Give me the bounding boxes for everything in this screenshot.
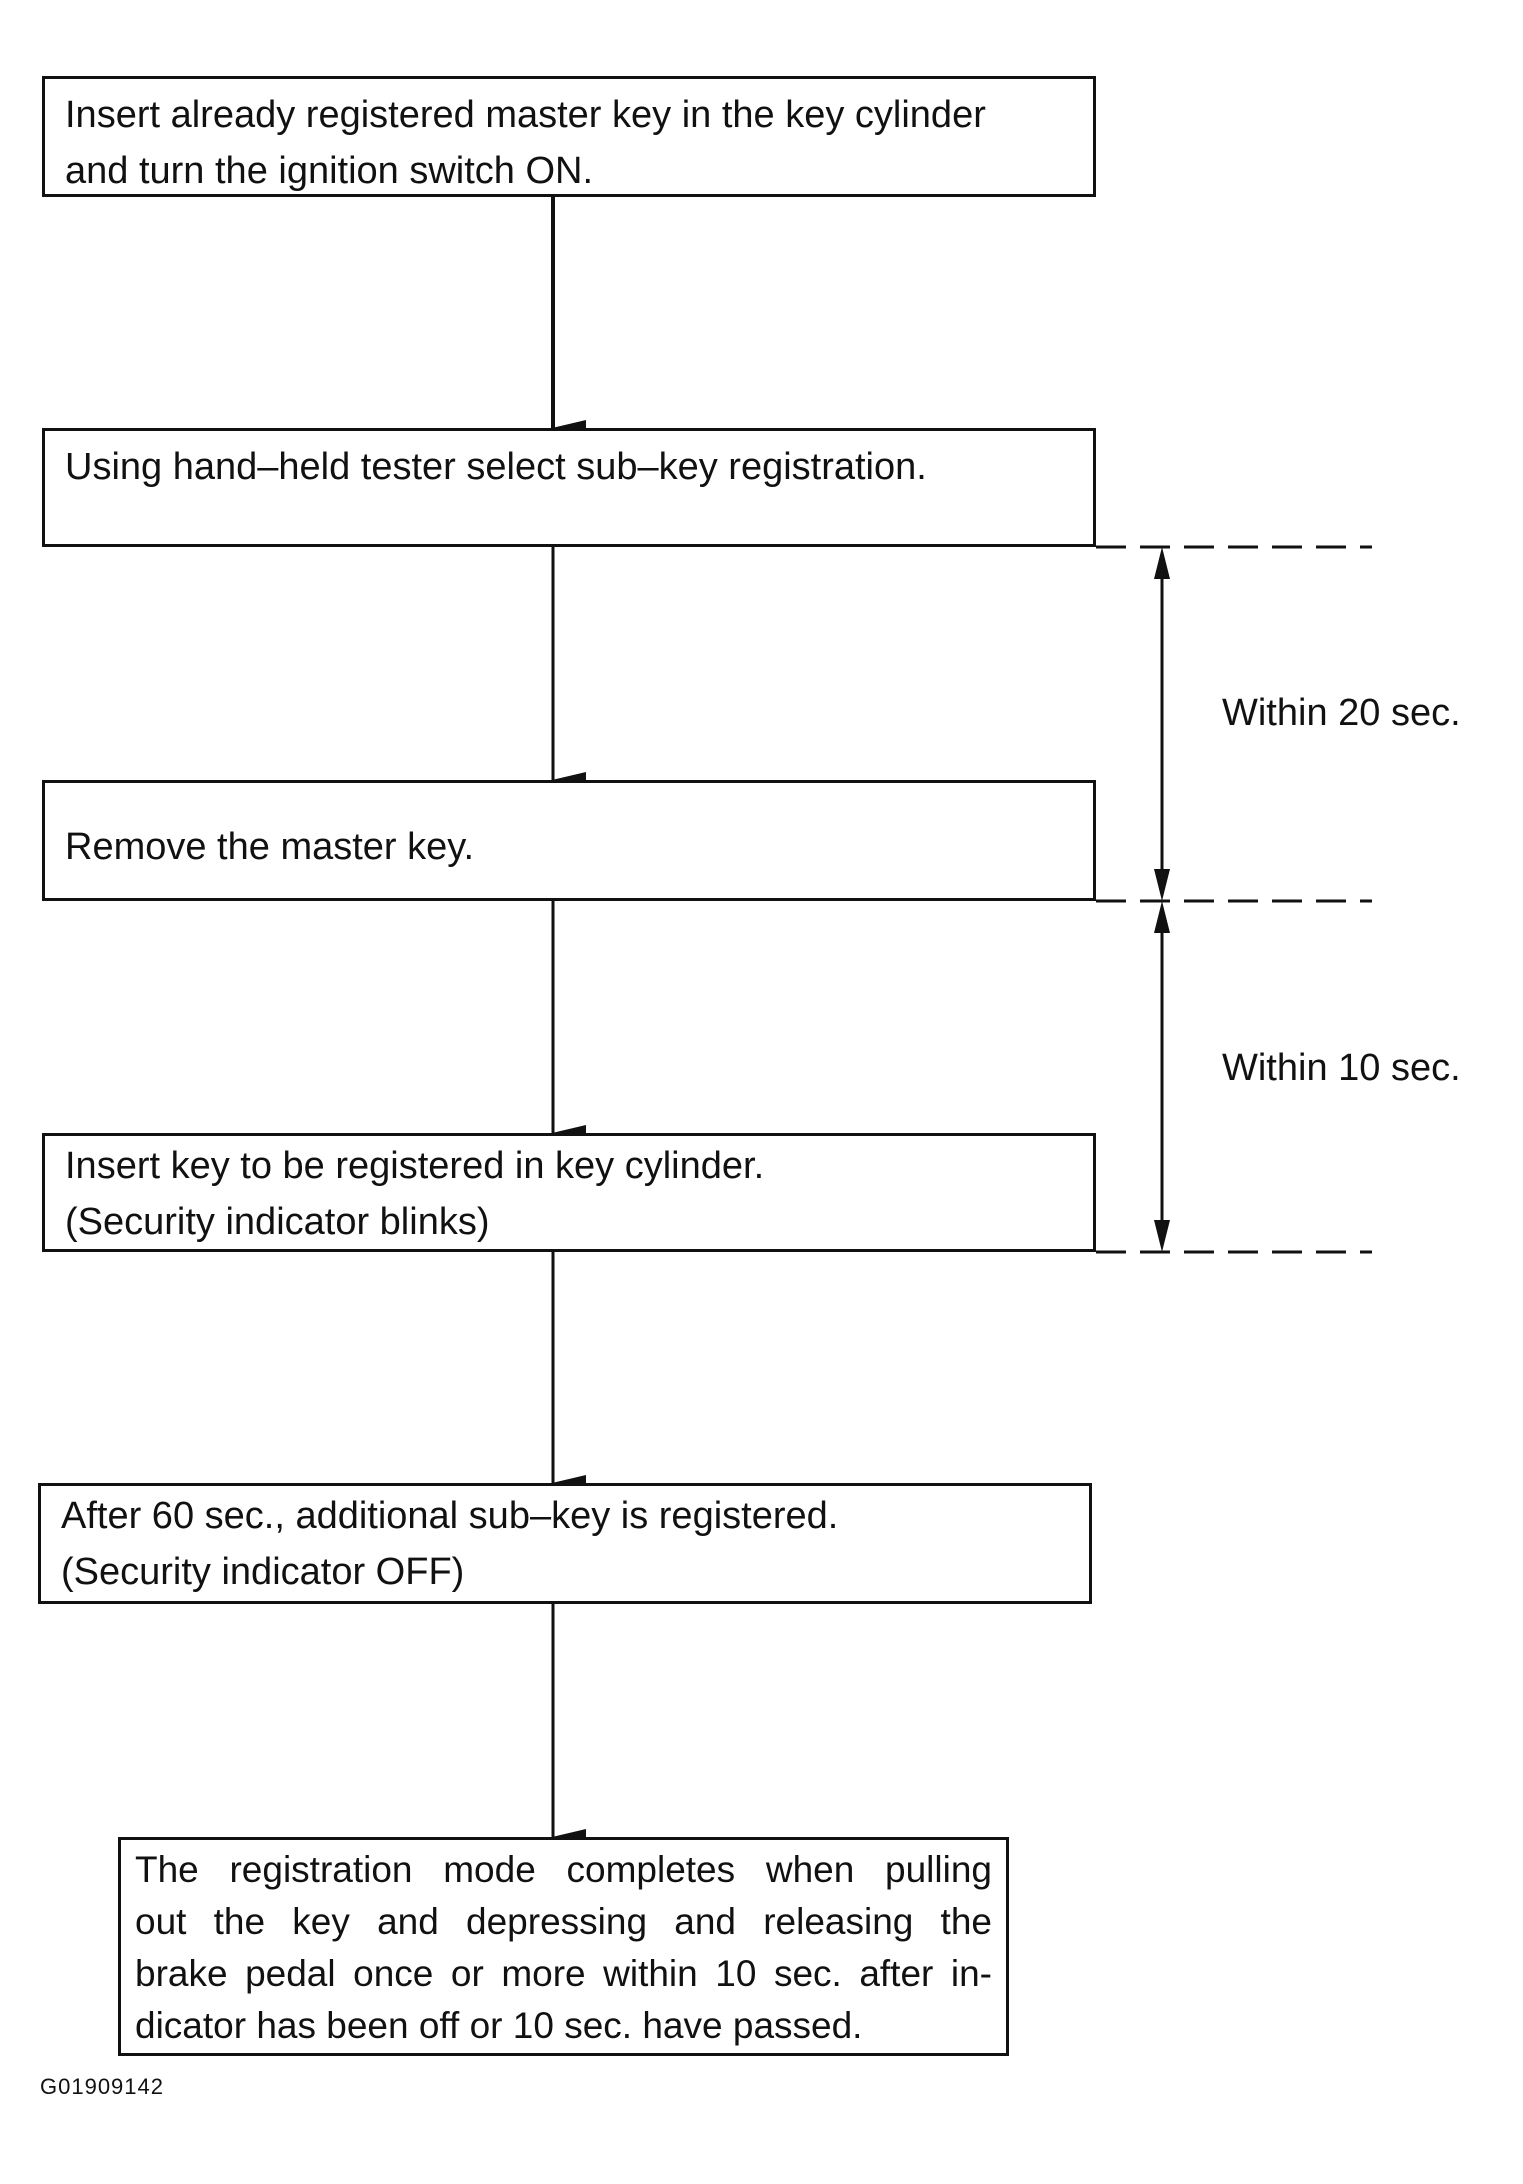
timing-label-20-sec: Within 20 sec. <box>1222 692 1461 734</box>
figure-code: G01909142 <box>40 2074 164 2099</box>
step-box-remove-master-key: Remove the master key. <box>42 780 1096 901</box>
step-text-line: Insert already registered master key in … <box>65 94 986 136</box>
step-text-line: and turn the ignition switch ON. <box>65 150 594 192</box>
step-text-line: Insert key to be registered in key cylin… <box>65 1145 765 1187</box>
step-text-line: Using hand–held tester select sub–key re… <box>65 446 927 488</box>
step-box-select-sub-key-registration: Using hand–held tester select sub–key re… <box>42 428 1096 547</box>
timing-label-10-sec: Within 10 sec. <box>1222 1047 1461 1089</box>
step-box-insert-master-key: Insert already registered master key in … <box>42 76 1096 197</box>
timing-arrow-20-sec <box>1154 547 1170 901</box>
step-text-line: dicator has been off or 10 sec. have pas… <box>135 2005 863 2046</box>
step-text-line: Remove the master key. <box>65 826 475 868</box>
step-text-line: brake pedal once or more within 10 sec. … <box>135 1953 992 1994</box>
step-text-line: out the key and depressing and releasing… <box>135 1901 992 1942</box>
step-text-line: (Security indicator blinks) <box>65 1201 490 1243</box>
step-box-sub-key-registered: After 60 sec., additional sub–key is reg… <box>38 1483 1092 1604</box>
step-text-line: The registration mode completes when pul… <box>135 1849 992 1890</box>
step-text-line: After 60 sec., additional sub–key is reg… <box>61 1495 839 1537</box>
timing-arrow-10-sec <box>1154 901 1170 1252</box>
step-box-registration-complete: The registration mode completes when pul… <box>118 1837 1009 2056</box>
step-text-line: (Security indicator OFF) <box>61 1551 465 1593</box>
step-box-insert-key-to-register: Insert key to be registered in key cylin… <box>42 1133 1096 1252</box>
